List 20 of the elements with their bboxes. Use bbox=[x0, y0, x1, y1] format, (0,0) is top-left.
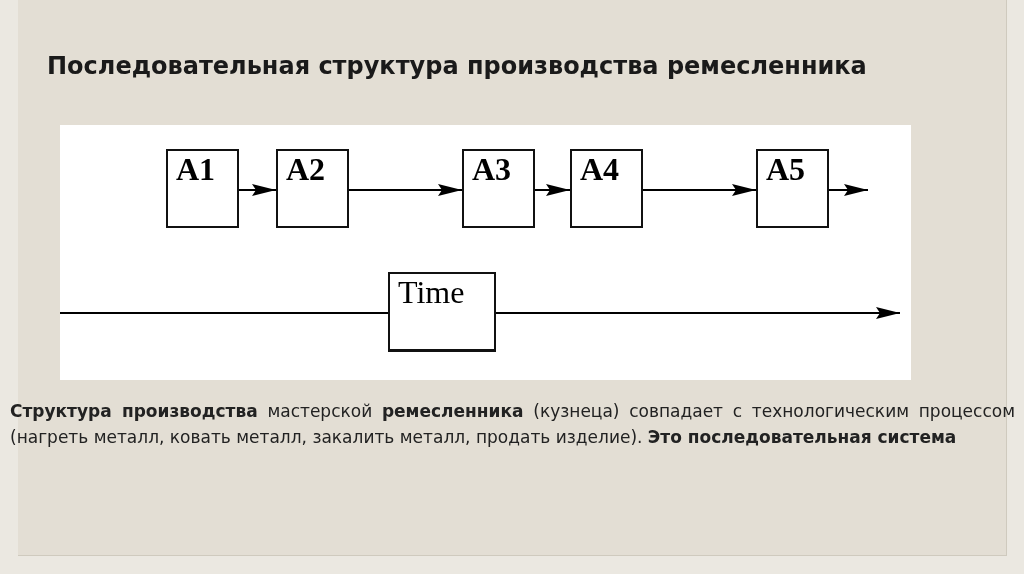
arrow bbox=[642, 184, 757, 196]
process-box bbox=[276, 149, 349, 228]
process-box bbox=[462, 149, 535, 228]
box-label: A3 bbox=[472, 153, 512, 185]
box-label: A1 bbox=[176, 153, 216, 185]
slide-title: Последовательная структура производства ремесленника bbox=[47, 52, 867, 80]
arrow bbox=[348, 184, 463, 196]
process-box bbox=[166, 149, 239, 228]
box-label: A4 bbox=[580, 153, 620, 185]
arrow bbox=[828, 184, 869, 196]
arrow bbox=[238, 184, 277, 196]
box-label: A2 bbox=[286, 153, 326, 185]
box-label: A5 bbox=[766, 153, 806, 185]
process-box bbox=[388, 272, 496, 352]
description-paragraph: Структура производства мастерской ремесленника (кузнеца) совпадает с технологическим процессом (нагреть металл, ковать металл, закалить металл, продать изделие). Это последовательная система bbox=[10, 400, 1015, 449]
process-box bbox=[756, 149, 829, 228]
arrow bbox=[495, 307, 901, 319]
arrow bbox=[534, 184, 571, 196]
box-label: Time bbox=[398, 276, 465, 308]
process-box bbox=[570, 149, 643, 228]
